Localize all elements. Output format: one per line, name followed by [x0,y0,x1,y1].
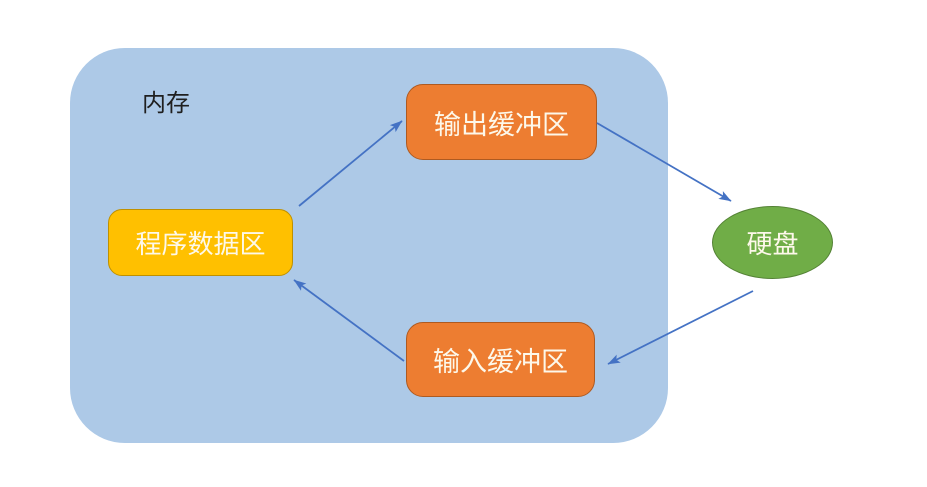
node-program-data-area: 程序数据区 [108,209,293,276]
node-hard-disk: 硬盘 [712,206,833,279]
node-input-buffer-label: 输入缓冲区 [433,347,568,377]
node-output-buffer-label: 输出缓冲区 [434,109,569,140]
node-hard-disk-label: 硬盘 [746,229,799,259]
node-program-data-area-label: 程序数据区 [135,229,266,259]
node-output-buffer: 输出缓冲区 [406,84,597,160]
node-input-buffer: 输入缓冲区 [406,322,595,397]
memory-label: 内存 [142,90,190,117]
